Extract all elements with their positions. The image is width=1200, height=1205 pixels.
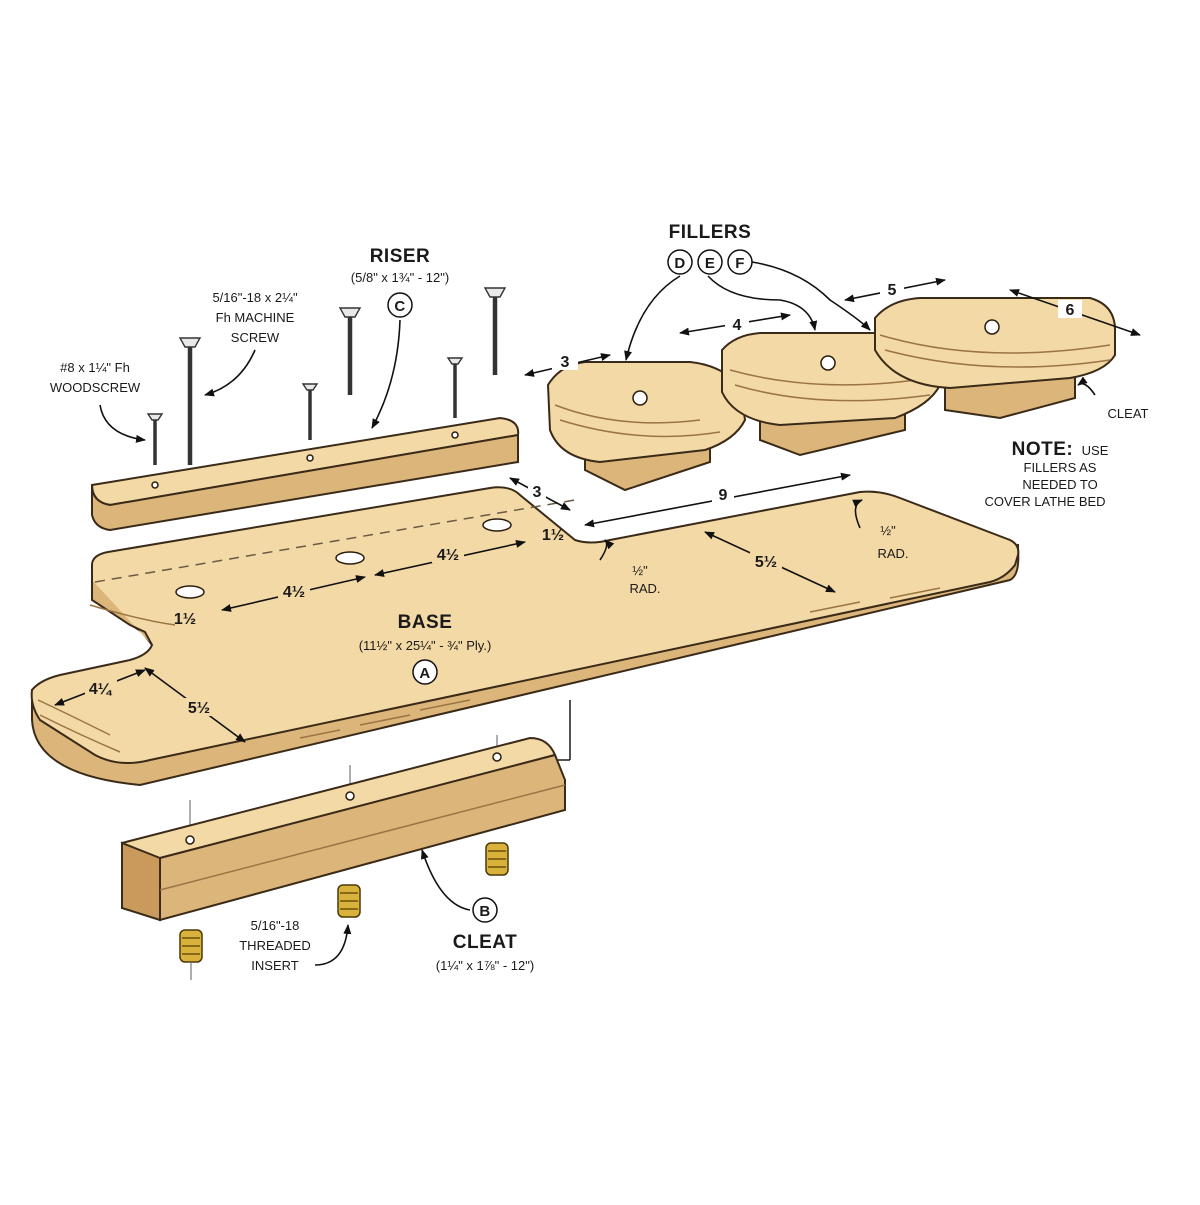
dim-base-4-5-left-text: 4½ bbox=[283, 584, 305, 601]
insert-label-2: THREADED bbox=[239, 938, 311, 953]
machine-screw-label-2: Fh MACHINE bbox=[216, 310, 295, 325]
threaded-insert-3 bbox=[485, 842, 509, 876]
base-grain-left bbox=[37, 604, 176, 753]
filler-d bbox=[546, 361, 747, 492]
cleat-leader bbox=[421, 849, 471, 911]
threaded-insert-1 bbox=[179, 929, 203, 980]
cleat-hole-1 bbox=[185, 835, 195, 845]
note-line-1: NOTE: USE bbox=[1012, 439, 1109, 460]
cleat-hole-2 bbox=[345, 791, 355, 801]
base-notch-edge bbox=[91, 580, 153, 646]
insert-label-1: 5/16"-18 bbox=[251, 918, 300, 933]
svg-text:C: C bbox=[394, 298, 405, 315]
dim-filler-e-text: 4 bbox=[733, 317, 742, 334]
note-line-1-text: USE bbox=[1082, 443, 1109, 458]
base-hole-1 bbox=[175, 585, 205, 599]
rad-2-value: ½" bbox=[880, 523, 896, 538]
base-title: BASE bbox=[398, 612, 453, 633]
filler-f-hole bbox=[984, 319, 1000, 335]
svg-text:A: A bbox=[419, 665, 430, 682]
note-bold: NOTE: bbox=[1012, 439, 1074, 460]
filler-letter-e: E bbox=[697, 249, 723, 275]
rad-2-leader bbox=[852, 499, 863, 529]
filler-e-grain bbox=[729, 369, 931, 402]
cleat-rabbet-line bbox=[159, 784, 566, 891]
dim-filler-f-width-text: 5 bbox=[888, 282, 897, 299]
rad-1-label: RAD. bbox=[629, 581, 660, 596]
dim-base-4-25-text: 4¼ bbox=[89, 681, 113, 698]
riser-title: RISER bbox=[370, 246, 431, 267]
riser-leader bbox=[371, 319, 401, 429]
rad-1-value: ½" bbox=[632, 563, 648, 578]
svg-text:B: B bbox=[479, 903, 490, 920]
cleat-small-label: CLEAT bbox=[1108, 406, 1149, 421]
filler-d-hole bbox=[632, 390, 648, 406]
svg-text:E: E bbox=[705, 255, 715, 272]
woodscrew-2 bbox=[301, 383, 319, 440]
woodscrew-label-2: WOODSCREW bbox=[50, 380, 141, 395]
dim-filler-d-text: 3 bbox=[561, 354, 570, 371]
note-line-3: NEEDED TO bbox=[1022, 477, 1097, 492]
svg-text:D: D bbox=[674, 255, 685, 272]
dim-base-4-5-right-text: 4½ bbox=[437, 547, 459, 564]
fillers-title: FILLERS bbox=[669, 222, 752, 243]
riser-hole-2 bbox=[306, 454, 314, 462]
note-line-4: COVER LATHE BED bbox=[984, 494, 1105, 509]
base-grain-front bbox=[299, 587, 941, 739]
base-letter: A bbox=[412, 659, 438, 685]
dim-notch-9-text: 9 bbox=[719, 487, 728, 504]
machine-screw-label-1: 5/16"-18 x 2¼" bbox=[212, 290, 298, 305]
machine-screw-label-3: SCREW bbox=[231, 330, 280, 345]
woodscrew-leader bbox=[99, 404, 146, 443]
riser-spec: (5/8" x 1¾" - 12") bbox=[351, 270, 449, 285]
filler-e-leader bbox=[707, 275, 818, 331]
base-centerline bbox=[94, 499, 576, 583]
dim-base-5-5-right-text: 5½ bbox=[755, 554, 777, 571]
woodscrew-3 bbox=[446, 357, 464, 418]
dim-base-5-5-left-text: 5½ bbox=[188, 700, 210, 717]
cleat-letter: B bbox=[472, 897, 498, 923]
threaded-insert-2 bbox=[337, 884, 361, 918]
rad-2-label: RAD. bbox=[877, 546, 908, 561]
cleat-spec: (1¼" x 1⅞" - 12") bbox=[436, 958, 534, 973]
woodscrew-1 bbox=[146, 413, 164, 465]
insert-leader bbox=[314, 924, 352, 966]
svg-text:F: F bbox=[735, 255, 744, 272]
insert-label-3: INSERT bbox=[251, 958, 298, 973]
cleat-hole-3 bbox=[492, 752, 502, 762]
rad-1-leader bbox=[599, 539, 615, 561]
filler-letter-d: D bbox=[667, 249, 693, 275]
base-spec: (11½" x 25¼" - ¾" Ply.) bbox=[359, 638, 492, 653]
machine-screw-3 bbox=[483, 287, 507, 375]
machine-screw-1 bbox=[178, 337, 202, 465]
riser-hole-1 bbox=[151, 481, 159, 489]
cleat-piece bbox=[120, 736, 566, 922]
cleat-small-leader bbox=[1077, 376, 1096, 396]
note-line-2: FILLERS AS bbox=[1024, 460, 1097, 475]
dim-base-1-5-right: 1½ bbox=[542, 527, 564, 544]
riser-piece bbox=[90, 416, 520, 532]
riser-hole-3 bbox=[451, 431, 459, 439]
dim-base-1-5-left: 1½ bbox=[174, 611, 196, 628]
cleat-end bbox=[121, 841, 161, 922]
filler-letter-f: F bbox=[727, 249, 753, 275]
filler-e-hole bbox=[820, 355, 836, 371]
filler-d-leader bbox=[624, 275, 681, 361]
dim-notch-3-text: 3 bbox=[533, 484, 542, 501]
dim-filler-f-depth-text: 6 bbox=[1066, 302, 1075, 319]
riser-letter: C bbox=[387, 292, 413, 318]
base-hole-3 bbox=[482, 518, 512, 532]
base-hole-2 bbox=[335, 551, 365, 565]
woodscrew-label-1: #8 x 1¼" Fh bbox=[60, 360, 130, 375]
riser-face bbox=[91, 433, 519, 532]
filler-f-leader bbox=[751, 261, 871, 331]
machine-screw-2 bbox=[338, 307, 362, 395]
machine-screw-leader bbox=[204, 349, 256, 397]
filler-d-grain bbox=[554, 404, 721, 438]
filler-f-grain bbox=[879, 334, 1111, 368]
cleat-title: CLEAT bbox=[453, 932, 517, 953]
